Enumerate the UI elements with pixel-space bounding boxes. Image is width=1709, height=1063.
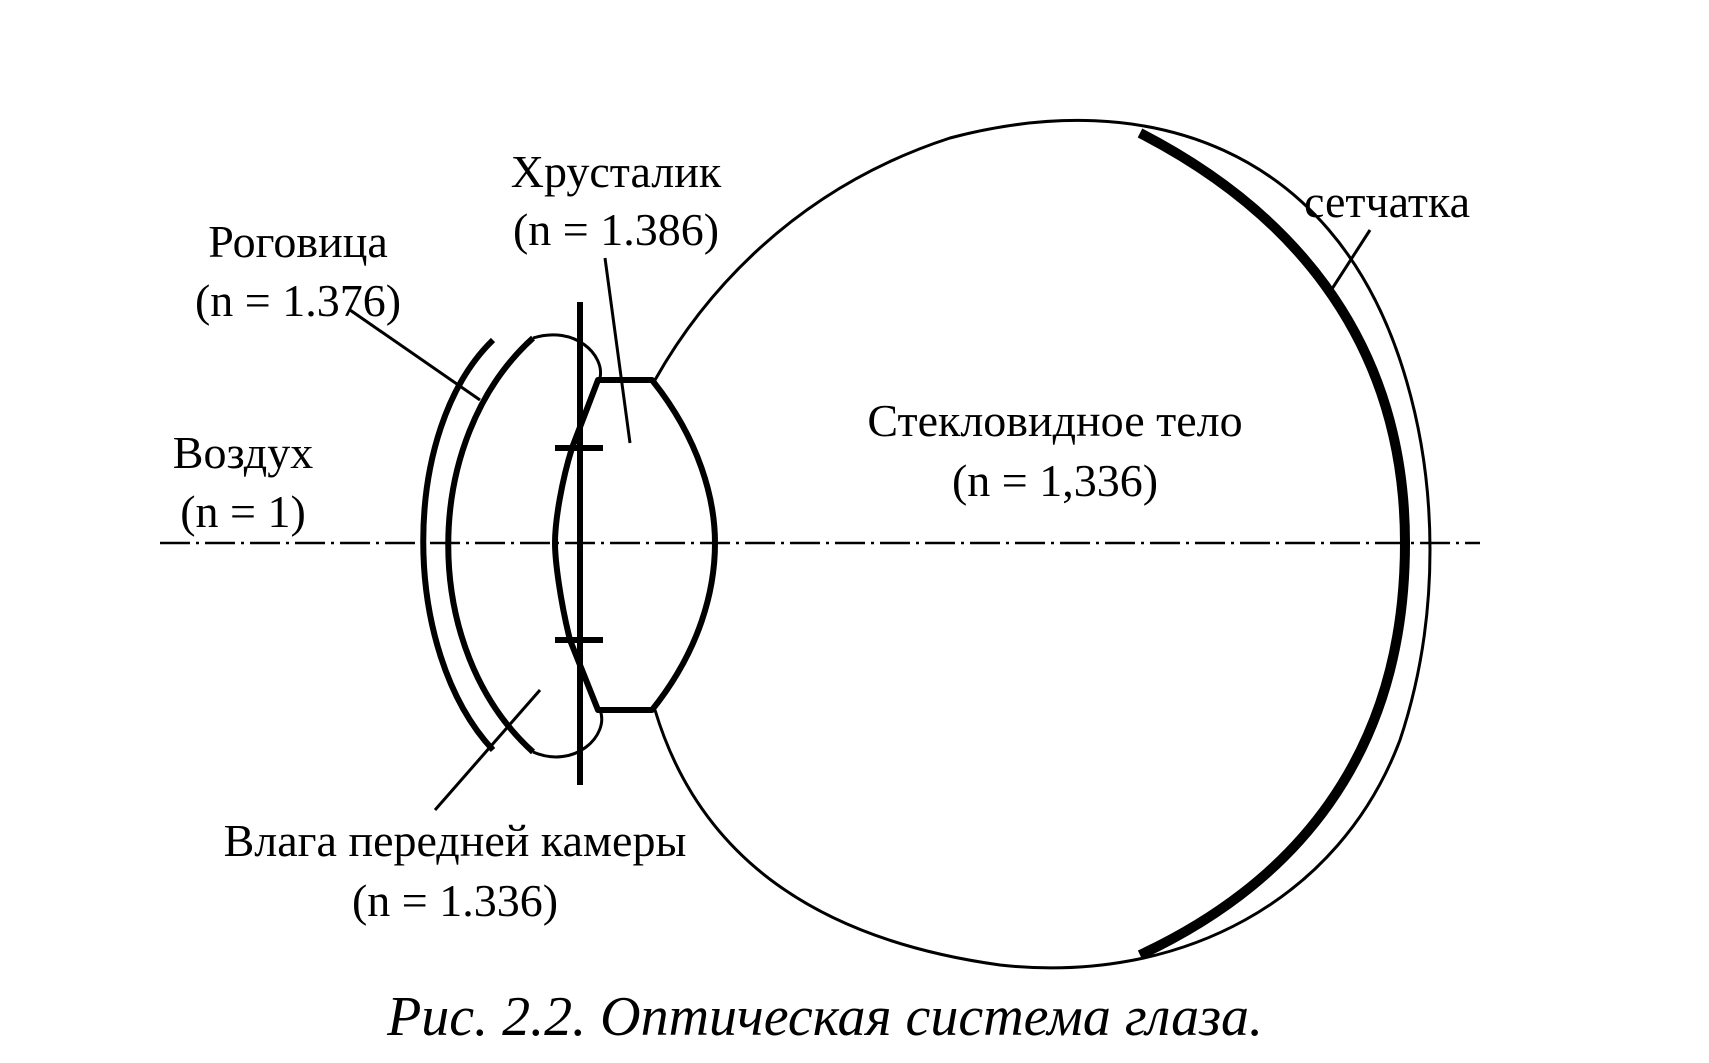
anterior-chamber [532, 333, 604, 759]
cornea-index-label: (n = 1.376) [195, 275, 401, 326]
aqueous-index-label: (n = 1.336) [352, 875, 558, 926]
air-name-label: Воздух [173, 427, 313, 478]
leader-lens [603, 257, 632, 444]
retina [1137, 128, 1411, 960]
leader-retina [1328, 229, 1372, 293]
retina-name-label: сетчатка [1304, 176, 1470, 227]
vitreous-name-label: Стекловидное тело [867, 395, 1242, 446]
vitreous-index-label: (n = 1,336) [952, 455, 1158, 506]
figure-caption: Рис. 2.2. Оптическая система глаза. [386, 986, 1263, 1048]
leader-aqueous [433, 689, 542, 811]
eyeball-outline [653, 119, 1432, 970]
cornea-outer [420, 337, 496, 753]
cornea-inner [445, 335, 536, 755]
lens [552, 377, 718, 713]
aqueous-name-label: Влага передней камеры [224, 815, 687, 866]
air-index-label: (n = 1) [180, 486, 306, 537]
cornea-name-label: Роговица [208, 216, 388, 267]
leader-cornea [349, 308, 481, 402]
lens-index-label: (n = 1.386) [513, 204, 719, 255]
lens-name-label: Хрусталик [511, 146, 722, 197]
